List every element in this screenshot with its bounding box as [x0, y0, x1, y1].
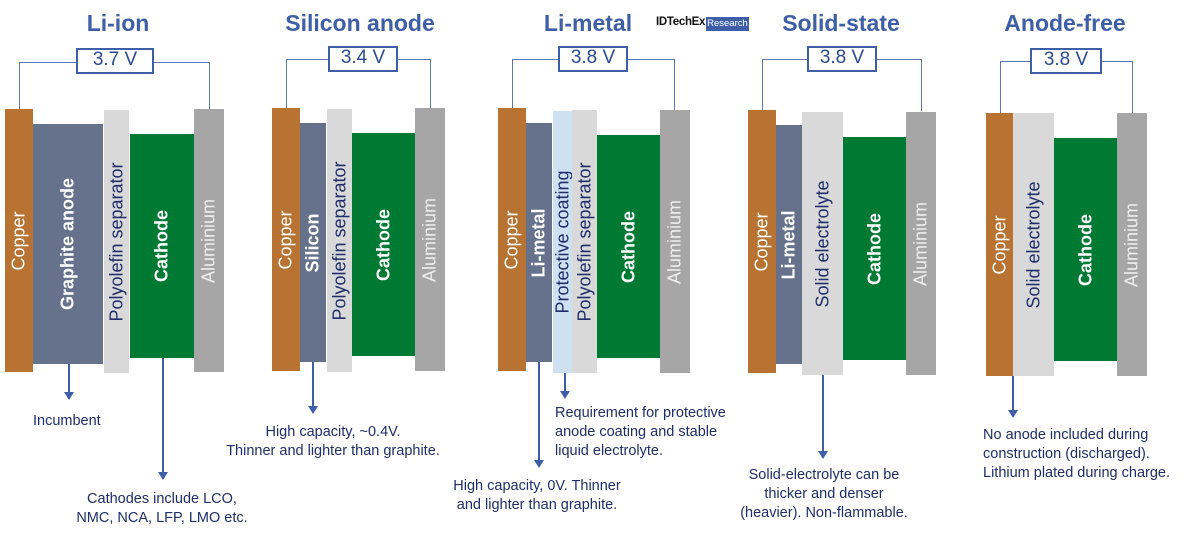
arrow-icon [158, 358, 168, 480]
layer-label: Aluminium [419, 197, 440, 282]
layer-label: Aluminium [1121, 202, 1142, 287]
layer-cathode: Cathode [843, 137, 906, 360]
arrow-icon [534, 362, 544, 468]
research-badge: Research [706, 17, 749, 31]
arrow-icon [560, 373, 570, 399]
cell-title: Li-ion [86, 10, 150, 36]
layer-separator: Polyolefin separator [327, 109, 352, 372]
layer-solid-electrolyte: Solid electrolyte [1013, 113, 1054, 376]
layer-separator: Polyolefin separator [104, 110, 129, 373]
layer-label: Polyolefin separator [329, 160, 349, 321]
layer-graphite-anode: Graphite anode [33, 124, 103, 364]
layer-li-metal: Li-metal [776, 125, 802, 364]
layer-label: Cathode [151, 210, 172, 282]
layer-cathode: Cathode [352, 133, 415, 356]
voltage-label: 3.8 V [1030, 48, 1102, 74]
layer-aluminium: Aluminium [660, 110, 690, 373]
arrow-icon [308, 362, 318, 414]
layer-label: Copper [501, 209, 522, 270]
layer-label: Aluminium [198, 198, 219, 283]
layer-label: Copper [989, 214, 1009, 275]
layer-copper: Copper [986, 113, 1013, 376]
cell-title: Solid-state [782, 10, 900, 36]
layer-cathode: Cathode [130, 134, 194, 358]
layer-label: Cathode [1075, 213, 1095, 286]
layer-label: Aluminium [664, 199, 685, 284]
idtechex-logo-text: IDTechEx [656, 16, 706, 28]
note-protective-coating: Requirement for protective anode coating… [555, 405, 726, 459]
layer-label: Solid electrolyte [1023, 180, 1043, 309]
layer-copper: Copper [748, 110, 776, 373]
note-solid-electrolyte: Solid-electrolyte can be thicker and den… [740, 467, 908, 521]
layer-protective-coating: Protective coating [552, 111, 572, 373]
arrow-icon [64, 364, 74, 400]
voltage-label: 3.8 V [558, 46, 628, 72]
layer-label: Protective coating [552, 170, 572, 314]
arrow-icon [818, 375, 828, 459]
note-silicon: High capacity, ~0.4V. Thinner and lighte… [226, 424, 440, 459]
layer-cathode: Cathode [597, 135, 660, 358]
layer-silicon: Silicon [300, 123, 326, 362]
layer-label: Cathode [864, 212, 884, 285]
layer-label: Silicon [302, 212, 323, 273]
note-incumbent: Incumbent [33, 413, 101, 429]
layer-label: Cathode [373, 208, 393, 281]
cell-title: Silicon anode [285, 10, 435, 36]
layer-li-metal: Li-metal [526, 123, 552, 362]
note-cathodes: Cathodes include LCO, NMC, NCA, LFP, LMO… [76, 491, 248, 526]
layer-label: Li-metal [778, 209, 799, 280]
cell-title: Anode-free [1004, 10, 1126, 36]
layer-separator: Polyolefin separator [572, 110, 597, 373]
layer-aluminium: Aluminium [906, 112, 936, 375]
layer-aluminium: Aluminium [194, 109, 224, 372]
layer-copper: Copper [5, 109, 33, 372]
layer-label: Copper [275, 209, 296, 270]
layer-aluminium: Aluminium [415, 108, 445, 371]
note-li-metal: High capacity, 0V. Thinner and lighter t… [453, 478, 621, 513]
layer-label: Copper [8, 210, 29, 271]
cell-title: Li-metal [543, 10, 633, 36]
layer-aluminium: Aluminium [1117, 113, 1147, 376]
layer-label: Polyolefin separator [574, 161, 594, 322]
note-anode-free: No anode included during construction (d… [983, 427, 1171, 481]
layer-label: Li-metal [528, 207, 549, 278]
layer-label: Graphite anode [57, 177, 78, 311]
voltage-label: 3.7 V [76, 48, 154, 74]
layer-cathode: Cathode [1054, 138, 1117, 361]
arrow-icon [1008, 376, 1018, 418]
layer-label: Polyolefin separator [106, 161, 126, 322]
layer-copper: Copper [272, 108, 300, 371]
layer-solid-electrolyte: Solid electrolyte [802, 112, 843, 375]
voltage-label: 3.8 V [807, 46, 877, 72]
voltage-label: 3.4 V [328, 46, 398, 72]
layer-label: Copper [751, 211, 772, 272]
layer-label: Aluminium [910, 201, 931, 286]
layer-copper: Copper [498, 108, 526, 371]
layer-label: Solid electrolyte [812, 179, 832, 308]
layer-label: Cathode [618, 210, 638, 283]
